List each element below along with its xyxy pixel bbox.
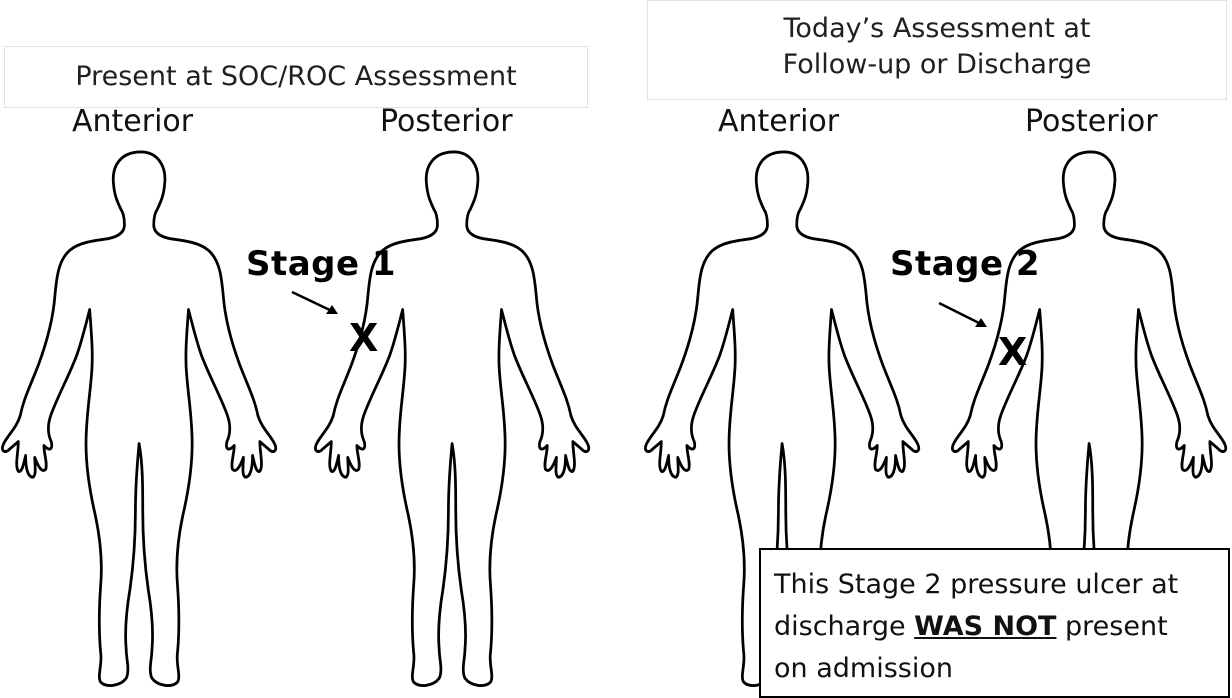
note-line-3: on admission (774, 648, 1218, 690)
stage-1-x-mark: X (349, 316, 378, 360)
right-panel-title: Today’s Assessment at Follow-up or Disch… (647, 0, 1227, 100)
left-anterior-label: Anterior (72, 104, 193, 139)
right-anterior-label: Anterior (718, 104, 839, 139)
stage-2-arrow-icon (937, 300, 991, 330)
stage-2-label: Stage 2 (890, 244, 1040, 284)
note-line-1: This Stage 2 pressure ulcer at (774, 564, 1218, 606)
right-panel-title-line2: Follow-up or Discharge (648, 47, 1226, 83)
left-posterior-label: Posterior (380, 104, 513, 139)
note-line-2-post: present (1056, 611, 1167, 642)
discharge-note-box: This Stage 2 pressure ulcer at discharge… (759, 548, 1230, 698)
right-panel-title-line1: Today’s Assessment at (648, 11, 1226, 47)
stage-1-arrow-icon (290, 289, 342, 317)
note-line-2-pre: discharge (774, 611, 914, 642)
left-posterior-body-figure (313, 148, 593, 688)
right-posterior-label: Posterior (1025, 104, 1158, 139)
note-emphasis: WAS NOT (914, 611, 1056, 642)
note-line-2: discharge WAS NOT present (774, 606, 1218, 648)
left-anterior-body-figure (0, 148, 280, 688)
stage-1-label: Stage 1 (246, 244, 396, 284)
stage-2-x-mark: X (998, 330, 1027, 374)
left-panel-title: Present at SOC/ROC Assessment (4, 46, 588, 108)
